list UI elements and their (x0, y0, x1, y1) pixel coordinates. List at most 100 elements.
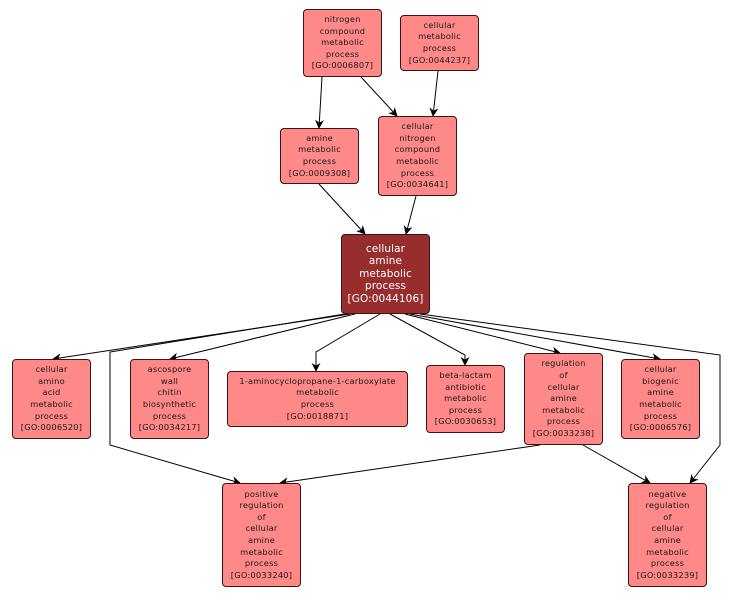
node-label: metabolic (418, 31, 461, 42)
go-node-regulation-of-cellular-amine-metabolic-process[interactable]: regulation of cellular amine metabolic p… (524, 353, 603, 445)
node-label: cellular (644, 364, 677, 375)
node-label: regulation (645, 500, 690, 511)
node-label: amine (306, 132, 333, 143)
node-label: process (643, 410, 678, 421)
node-id: [GO:0006807] (311, 60, 374, 71)
edge-n34641-to-n44106 (403, 195, 417, 235)
node-label: process (302, 156, 337, 166)
node-label: cellular (651, 523, 684, 534)
node-label: nitrogen (399, 132, 436, 143)
node-id: [GO:0034641] (386, 179, 449, 190)
node-label: nitrogen (324, 14, 361, 25)
node-label: cellular (35, 364, 68, 375)
node-label: metabolic (359, 267, 412, 280)
node-label: regulation (541, 358, 586, 369)
go-node-1-aminocyclopropane-1-carboxylate-metabolic-process[interactable]: 1-aminocyclopropane-1-carboxylate metabo… (227, 371, 408, 427)
node-label: cellular (401, 121, 434, 132)
node-label: cellular (423, 19, 456, 30)
edge-n6807-to-n34641 (360, 76, 398, 117)
edge-n44106-to-n30653 (389, 313, 470, 366)
node-label: metabolic (298, 144, 341, 155)
node-id: [GO:0034217] (138, 422, 201, 433)
node-label: process (325, 48, 360, 59)
node-label: ascospore (147, 364, 192, 375)
go-node-negative-regulation-of-cellular-amine-metabolic-process[interactable]: negative regulation of cellular amine me… (628, 483, 707, 587)
node-label: process (244, 558, 279, 569)
node-label: process (152, 410, 187, 421)
node-label: process (34, 410, 69, 421)
node-label: process (422, 43, 457, 53)
node-label: cellular (547, 381, 580, 392)
node-label: amine (654, 535, 681, 545)
node-label: of (257, 511, 266, 522)
node-label: amine (550, 393, 577, 404)
node-id: [GO:0018871] (286, 410, 349, 421)
node-label: biogenic (642, 375, 679, 386)
node-id: [GO:0006520] (20, 422, 83, 433)
node-label: wall (160, 375, 179, 386)
node-label: process (650, 558, 685, 569)
go-node-cellular-nitrogen-compound-metabolic-process[interactable]: cellular nitrogen compound metabolic pro… (378, 116, 457, 196)
node-label: metabolic (444, 393, 487, 404)
edge-n44106-to-n6576 (409, 313, 661, 362)
node-label: metabolic (639, 399, 682, 409)
node-id: [GO:0033239] (636, 569, 699, 580)
node-id: [GO:0044106] (347, 292, 424, 305)
node-label: beta-lactam (439, 370, 492, 381)
edge-n9308-to-n44106 (318, 183, 366, 235)
node-label: negative (648, 488, 687, 499)
node-label: of (663, 511, 672, 522)
node-label: process (448, 404, 483, 415)
node-label: 1-aminocyclopropane-1-carboxylate (239, 375, 396, 386)
node-label: amine (248, 535, 275, 545)
edge-n6807-to-n9308 (314, 76, 324, 129)
edge-n44237-to-n34641 (429, 70, 439, 117)
edge-n44106-to-n33240 (109, 313, 346, 486)
node-label: metabolic (321, 37, 364, 48)
go-node-positive-regulation-of-cellular-amine-metabolic-process[interactable]: positive regulation of cellular amine me… (222, 483, 301, 587)
node-label: process (546, 416, 581, 427)
node-label: cellular (365, 242, 406, 255)
node-label: chitin (157, 387, 182, 398)
node-label: metabolic (296, 387, 339, 398)
node-label: process (400, 167, 435, 178)
edge-n44106-to-n33239 (419, 313, 721, 484)
node-label: metabolic (396, 156, 439, 166)
edge-n44106-to-n33238 (404, 313, 561, 356)
node-label: biosynthetic (142, 399, 197, 409)
node-label: antibiotic (445, 381, 486, 392)
edge-n33238-to-n33240 (279, 444, 541, 487)
go-node-cellular-metabolic-process[interactable]: cellular metabolic process [GO:0044237] (400, 15, 479, 71)
node-label: metabolic (240, 546, 283, 557)
edge-n44106-to-n18871 (311, 313, 381, 372)
node-id: [GO:0044237] (408, 54, 471, 65)
node-label: compound (319, 25, 366, 36)
node-label: acid (42, 387, 61, 398)
node-label: of (559, 370, 568, 381)
go-node-cellular-amino-acid-metabolic-process[interactable]: cellular amino acid metabolic process [G… (12, 359, 91, 439)
go-node-cellular-biogenic-amine-metabolic-process[interactable]: cellular biogenic amine metabolic proces… (621, 359, 700, 439)
node-label: process (300, 399, 335, 409)
node-label: amine (368, 255, 403, 268)
edge-n33238-to-n33239 (582, 444, 651, 484)
go-node-beta-lactam-antibiotic-metabolic-process[interactable]: beta-lactam antibiotic metabolic process… (426, 365, 505, 433)
node-label: regulation (239, 500, 284, 511)
node-label: metabolic (542, 404, 585, 415)
go-node-cellular-amine-metabolic-process-focus[interactable]: cellular amine metabolic process [GO:004… (341, 234, 430, 314)
node-label: positive (244, 488, 279, 499)
node-id: [GO:0033240] (230, 569, 293, 580)
go-node-ascospore-wall-chitin-biosynthetic-process[interactable]: ascospore wall chitin biosynthetic proce… (130, 359, 209, 439)
edge-n44106-to-n34217 (169, 313, 356, 362)
node-id: [GO:0006576] (629, 422, 692, 433)
node-label: metabolic (646, 546, 689, 557)
node-label: process (364, 280, 407, 293)
node-id: [GO:0033238] (532, 427, 595, 438)
node-label: compound (394, 144, 441, 155)
go-node-nitrogen-compound-metabolic-process[interactable]: nitrogen compound metabolic process [GO:… (303, 9, 382, 77)
node-label: amino (38, 375, 65, 386)
go-node-amine-metabolic-process[interactable]: amine metabolic process [GO:0009308] (280, 128, 359, 184)
node-label: amine (647, 387, 674, 398)
node-label: cellular (245, 523, 278, 534)
node-id: [GO:0009308] (288, 167, 351, 178)
